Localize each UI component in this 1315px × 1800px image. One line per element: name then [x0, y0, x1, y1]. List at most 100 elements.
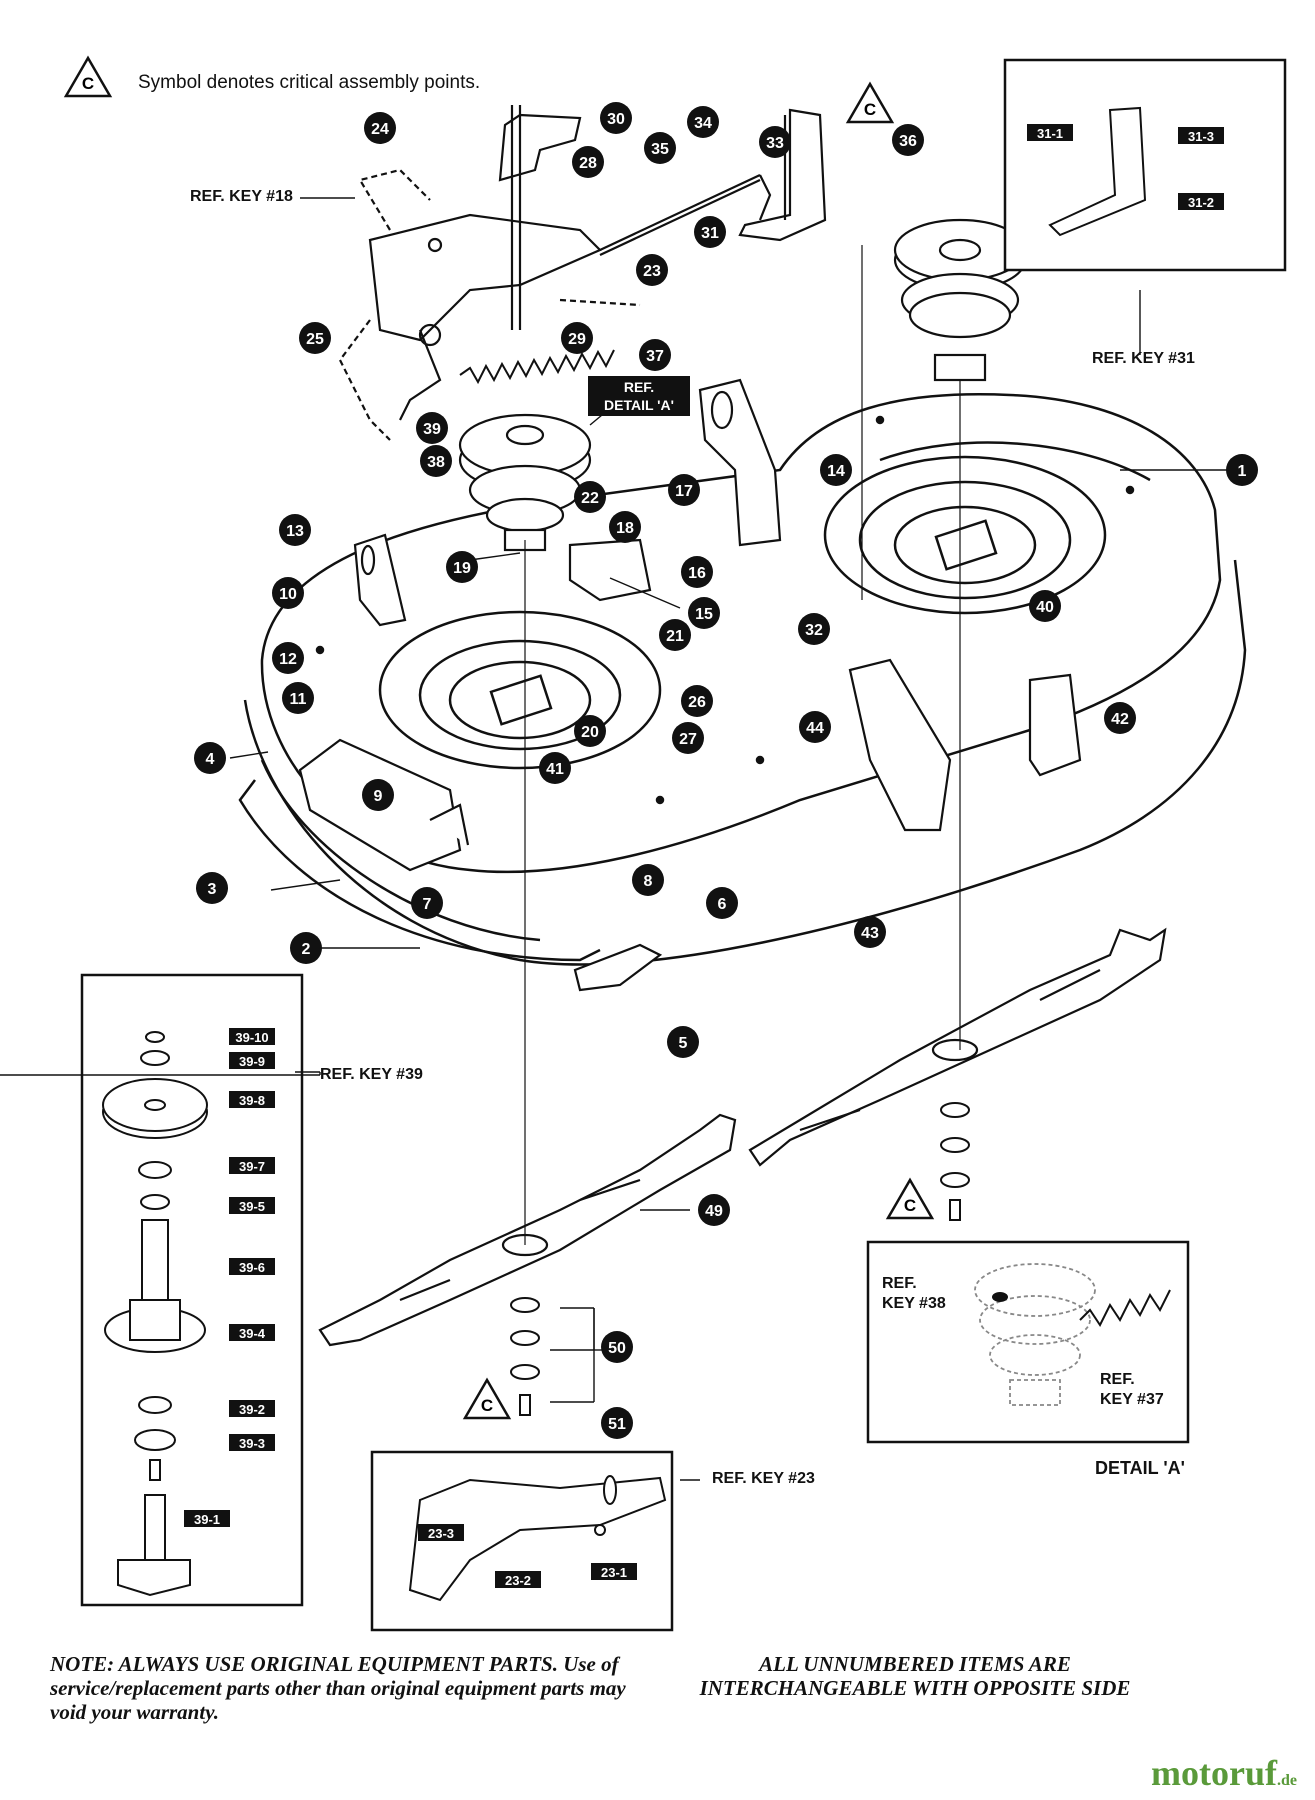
part-callout-badge	[1104, 702, 1136, 734]
sub-part-label-text: 23-2	[505, 1573, 531, 1588]
part-callout-1: 1	[1226, 454, 1258, 486]
sub-part-label-box	[418, 1524, 464, 1541]
part-callout-number: 11	[290, 691, 307, 708]
part-callout-44: 44	[799, 711, 831, 743]
ref-key-18-label: REF. KEY #18	[190, 188, 293, 205]
part-callout-number: 36	[899, 133, 917, 150]
sub-part-label-box	[229, 1157, 275, 1174]
part-callout-number: 5	[679, 1035, 688, 1052]
part-callout-49: 49	[698, 1194, 730, 1226]
part-callout-number: 13	[286, 523, 304, 540]
ref-key-31-label: REF. KEY #31	[1092, 350, 1195, 367]
part-callout-badge	[688, 597, 720, 629]
mount-bracket-left	[353, 533, 407, 627]
part-callout-32: 32	[798, 613, 830, 645]
part-callout-number: 44	[806, 720, 824, 737]
part-callout-28: 28	[572, 146, 604, 178]
part-callout-number: 42	[1111, 711, 1129, 728]
sub-part-label-text: 39-6	[239, 1260, 265, 1275]
part-callout-18: 18	[609, 511, 641, 543]
part-callout-38: 38	[420, 445, 452, 477]
part-callout-43: 43	[854, 916, 886, 948]
part-callout-number: 12	[279, 651, 297, 668]
part-callout-number: 14	[827, 463, 845, 480]
sub-part-label-box	[229, 1434, 275, 1451]
part-callout-badge	[659, 619, 691, 651]
blade-hardware	[510, 1102, 970, 1416]
part-callout-16: 16	[681, 556, 713, 588]
part-callout-badge	[290, 932, 322, 964]
part-callout-badge	[854, 916, 886, 948]
part-callout-15: 15	[688, 597, 720, 629]
detail-key-38-label: REF. KEY #38	[882, 1274, 946, 1314]
right-blade	[748, 927, 1167, 1167]
watermark-domain: .de	[1277, 1772, 1297, 1789]
control-bracket	[498, 105, 582, 330]
part-callout-badge	[601, 1407, 633, 1439]
part-callout-badge	[272, 642, 304, 674]
part-callout-3: 3	[196, 872, 228, 904]
sub-part-label-text: 39-7	[239, 1159, 265, 1174]
sub-part-label-39-2: 39-2	[229, 1400, 275, 1417]
sub-part-label-31-1: 31-1	[1027, 124, 1073, 141]
part-callout-41: 41	[539, 752, 571, 784]
part-callout-badge	[446, 551, 478, 583]
part-callout-23: 23	[636, 254, 668, 286]
part-callout-badge	[667, 1026, 699, 1058]
sub-part-label-text: 23-1	[601, 1565, 627, 1580]
sub-part-label-box	[1027, 124, 1073, 141]
part-callout-badge	[194, 742, 226, 774]
sub-part-label-text: 31-3	[1188, 129, 1214, 144]
detail-a-callout-line2: DETAIL 'A'	[604, 397, 674, 413]
part-callout-26: 26	[681, 685, 713, 717]
ref39-inset	[80, 973, 304, 1607]
part-callout-12: 12	[272, 642, 304, 674]
sub-part-label-box	[229, 1091, 275, 1108]
part-callout-badge	[601, 1331, 633, 1363]
svg-text:C: C	[82, 74, 94, 93]
part-callout-4: 4	[194, 742, 226, 774]
part-callout-badge	[600, 102, 632, 134]
part-callout-39: 39	[416, 412, 448, 444]
part-callout-badge	[644, 132, 676, 164]
part-callout-13: 13	[279, 514, 311, 546]
left-blade	[318, 1113, 737, 1347]
part-callout-number: 22	[581, 490, 599, 507]
part-callout-badge	[632, 864, 664, 896]
side-baffle	[573, 943, 663, 992]
part-callout-31: 31	[694, 216, 726, 248]
part-callout-badge	[364, 112, 396, 144]
part-callout-badge	[798, 613, 830, 645]
part-callout-badge	[609, 511, 641, 543]
part-callout-number: 10	[279, 586, 297, 603]
sub-part-label-39-8: 39-8	[229, 1091, 275, 1108]
detail-a-callout-line1: REF.	[623, 379, 655, 395]
part-callout-number: 27	[679, 731, 697, 748]
part-callout-number: 51	[608, 1416, 626, 1433]
sub-part-label-39-7: 39-7	[229, 1157, 275, 1174]
part-callout-35: 35	[644, 132, 676, 164]
part-callout-number: 26	[688, 694, 706, 711]
part-callout-badge	[681, 685, 713, 717]
sub-part-label-box	[184, 1510, 230, 1527]
part-callout-number: 2	[302, 941, 311, 958]
ref31-inset	[1003, 58, 1287, 272]
sub-part-label-text: 39-2	[239, 1402, 265, 1417]
part-callout-51: 51	[601, 1407, 633, 1439]
detail-a-inset	[866, 1240, 1190, 1444]
sub-part-label-23-2: 23-2	[495, 1571, 541, 1588]
part-callout-badge	[694, 216, 726, 248]
part-callout-number: 24	[371, 121, 389, 138]
sub-part-label-39-6: 39-6	[229, 1258, 275, 1275]
part-callout-number: 16	[688, 565, 706, 582]
warranty-note: NOTE: ALWAYS USE ORIGINAL EQUIPMENT PART…	[50, 1652, 626, 1724]
part-callout-24: 24	[364, 112, 396, 144]
part-callout-number: 33	[766, 135, 784, 152]
part-callout-number: 20	[581, 724, 599, 741]
part-callout-37: 37	[639, 339, 671, 371]
sub-part-label-23-3: 23-3	[418, 1524, 464, 1541]
part-callout-number: 15	[695, 606, 713, 623]
detail-key-37-line1: REF.	[1100, 1371, 1135, 1388]
part-callout-40: 40	[1029, 590, 1061, 622]
part-callout-9: 9	[362, 779, 394, 811]
